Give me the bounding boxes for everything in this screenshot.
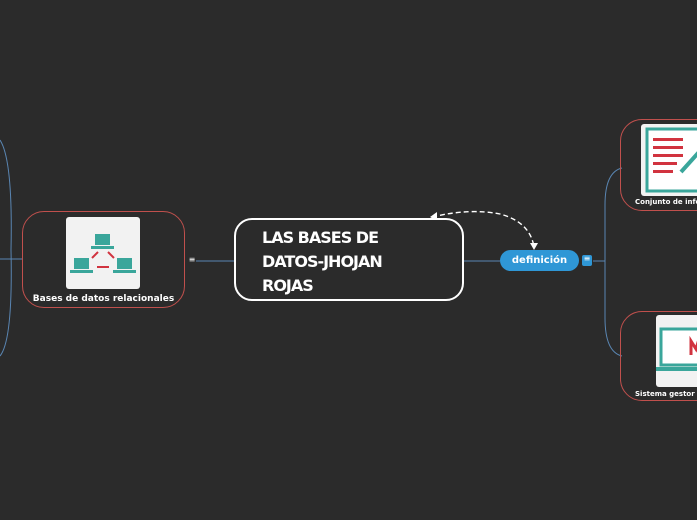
left-node[interactable] (22, 211, 185, 308)
definition-node[interactable]: definición (500, 250, 579, 271)
left-edge-branch (0, 139, 12, 357)
right-bottom-node[interactable] (620, 311, 697, 401)
left-node-collapse-toggle[interactable]: ≡ (188, 255, 196, 264)
left-node-label: Bases de datos relacionales (32, 294, 175, 304)
arrowhead-end (530, 243, 538, 250)
right-branch-curve (604, 167, 623, 357)
central-topic-title: LAS BASES DE DATOS-JHOJAN ROJAS (262, 228, 383, 295)
right-bottom-node-label: Sistema gestor de (635, 390, 697, 398)
document-edit-icon (641, 124, 697, 196)
definition-collapse-toggle[interactable]: ≡ (582, 255, 592, 266)
right-top-node[interactable] (620, 119, 697, 211)
central-topic[interactable]: LAS BASES DE DATOS-JHOJAN ROJAS (234, 218, 464, 301)
network-computers-icon (66, 217, 140, 289)
right-top-node-label: Conjunto de infor (635, 198, 697, 206)
relationship-dashed-arrow (431, 210, 535, 248)
laptop-icon (656, 315, 697, 387)
